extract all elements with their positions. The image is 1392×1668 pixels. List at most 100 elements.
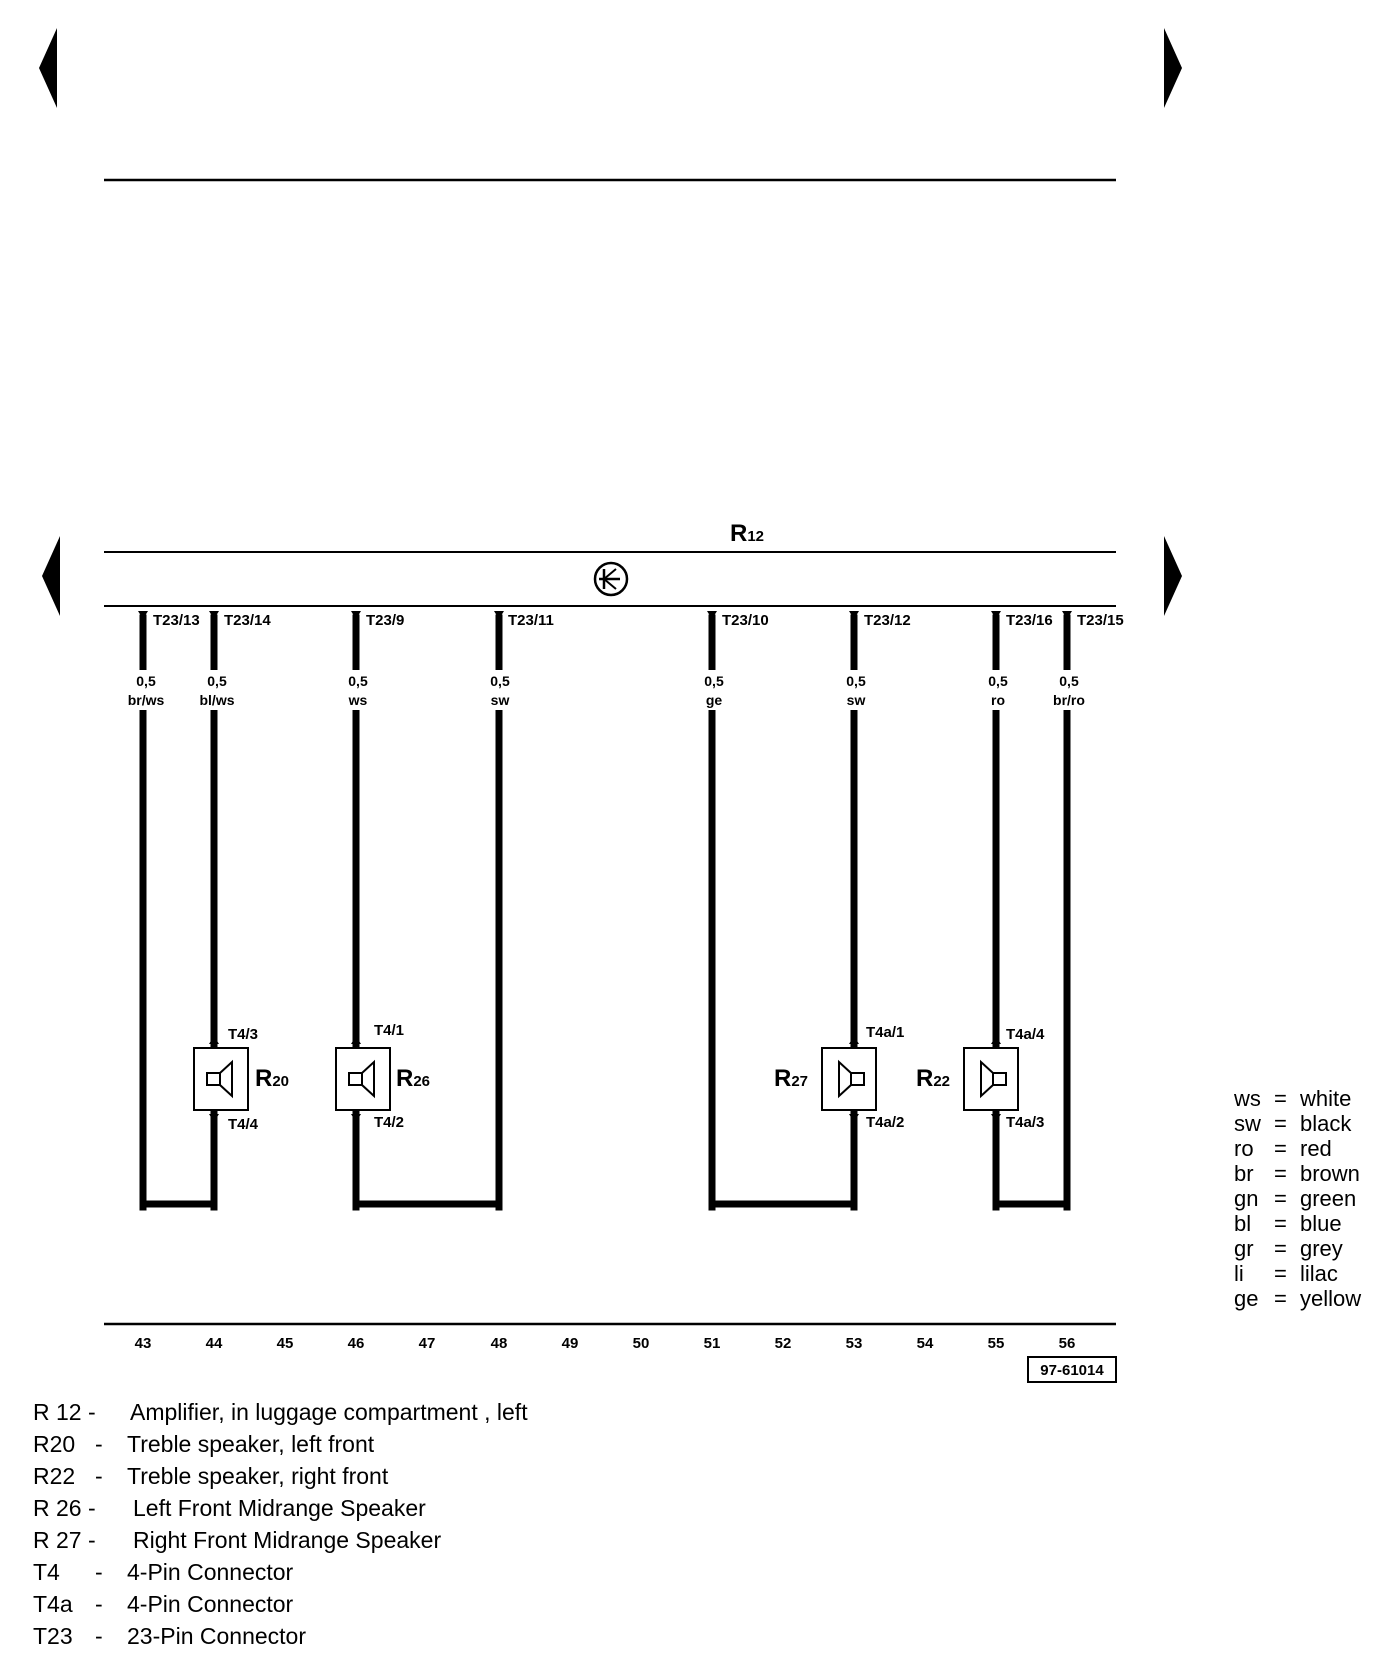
speaker-pin-arrow-icon — [849, 1036, 859, 1044]
legend-code: T23 — [33, 1623, 73, 1649]
color-name: yellow — [1300, 1286, 1362, 1311]
pin-arrow-icon — [351, 611, 361, 619]
wire-spec-label: 0,5 ro — [976, 670, 1020, 710]
pin-arrow-icon — [138, 611, 148, 619]
grid-number: 43 — [135, 1335, 152, 1352]
legend-description: Right Front Midrange Speaker — [133, 1527, 442, 1553]
legend-dash: - — [95, 1623, 103, 1649]
legend-row: R22-Treble speaker, right front — [33, 1460, 528, 1492]
wire-layer — [138, 611, 1072, 1211]
next-page-arrow-icon[interactable] — [1164, 28, 1182, 108]
speaker-r20: T4/3 T4/4 R20 — [193, 1026, 289, 1133]
wire-spec-label: 0,5 sw — [834, 670, 878, 710]
legend-code: R 12 - — [33, 1399, 96, 1425]
legend-row: R20-Treble speaker, left front — [33, 1428, 528, 1460]
color-key-row: ge=yellow — [1234, 1286, 1362, 1311]
svg-text:bl/ws: bl/ws — [199, 692, 234, 708]
speaker-icon — [348, 1059, 375, 1099]
pin-connector-label: T23/16 — [1006, 612, 1053, 629]
legend-row: R 26 -Left Front Midrange Speaker — [33, 1492, 528, 1524]
svg-text:0,5: 0,5 — [136, 673, 156, 689]
legend-dash: - — [95, 1559, 103, 1585]
wire-spec-label: 0,5 ge — [692, 670, 736, 710]
svg-text:ws: ws — [348, 692, 368, 708]
color-key-row: ws=white — [1234, 1086, 1352, 1111]
legend-description: Treble speaker, right front — [127, 1463, 389, 1489]
svg-text:sw: sw — [847, 692, 866, 708]
color-key-row: bl=blue — [1234, 1211, 1342, 1236]
speaker-top-pin-label: T4a/4 — [1006, 1026, 1045, 1043]
svg-text:br/ro: br/ro — [1053, 692, 1085, 708]
svg-text:0,5: 0,5 — [1059, 673, 1079, 689]
svg-text:ro: ro — [991, 692, 1005, 708]
amplifier-label-letter: R — [730, 520, 747, 547]
legend-code: T4 — [33, 1559, 60, 1585]
legend-dash: - — [95, 1431, 103, 1457]
wire-spec-label: 0,5 br/ro — [1041, 670, 1097, 710]
legend-code: R20 — [33, 1431, 76, 1457]
speaker-top-pin-label: T4a/1 — [866, 1024, 904, 1041]
color-abbreviation: bl — [1234, 1211, 1252, 1236]
color-abbreviation: ro — [1234, 1136, 1254, 1161]
svg-text:0,5: 0,5 — [207, 673, 227, 689]
pin-connector-label: T23/14 — [224, 612, 271, 629]
previous-page-arrow-icon[interactable] — [39, 28, 57, 108]
color-abbreviation: ge — [1234, 1286, 1259, 1311]
pin-connector-label: T23/9 — [366, 612, 404, 629]
legend-description: 4-Pin Connector — [127, 1591, 294, 1617]
legend-row: T23-23-Pin Connector — [33, 1620, 528, 1652]
color-key-row: sw=black — [1234, 1111, 1352, 1136]
grid-number: 52 — [775, 1335, 792, 1352]
amplifier-symbol-icon — [593, 561, 629, 597]
grid-number: 55 — [988, 1335, 1005, 1352]
grid-number: 48 — [491, 1335, 508, 1352]
pin-arrow-icon — [494, 611, 504, 619]
wire-color-key: ws=white sw=black ro=red br=brown gn=gre… — [1234, 1086, 1361, 1311]
previous-section-arrow-icon[interactable] — [42, 536, 60, 616]
speaker-bottom-pin-label: T4a/2 — [866, 1114, 904, 1131]
legend-row: T4-4-Pin Connector — [33, 1556, 528, 1588]
color-name: lilac — [1300, 1261, 1338, 1286]
speaker-pin-arrow-icon — [991, 1036, 1001, 1044]
svg-text:ge: ge — [706, 692, 723, 708]
color-name: white — [1300, 1086, 1352, 1111]
speaker-pin-arrow-icon — [849, 1114, 859, 1122]
speaker-top-pin-label: T4/3 — [228, 1026, 258, 1043]
wire-spec-label: 0,5 sw — [478, 670, 522, 710]
speaker-pin-arrow-icon — [209, 1114, 219, 1122]
speaker-label: R27 — [774, 1065, 808, 1092]
legend-description: 23-Pin Connector — [127, 1623, 306, 1649]
speaker-icon — [206, 1059, 233, 1099]
svg-text:0,5: 0,5 — [704, 673, 724, 689]
diagram-reference-box: 97-61014 — [1027, 1356, 1117, 1383]
speaker-bottom-pin-label: T4/4 — [228, 1116, 259, 1133]
speaker-pin-arrow-icon — [991, 1114, 1001, 1122]
pin-connector-label: T23/15 — [1077, 612, 1124, 629]
svg-text:br/ws: br/ws — [128, 692, 165, 708]
pin-arrow-icon — [707, 611, 717, 619]
speaker-label: R22 — [916, 1065, 950, 1092]
color-key-row: ro=red — [1234, 1136, 1332, 1161]
grid-number: 49 — [562, 1335, 579, 1352]
component-legend: R 12 - Amplifier, in luggage compartment … — [33, 1396, 528, 1652]
pin-arrow-icon — [209, 611, 219, 619]
legend-row: T4a-4-Pin Connector — [33, 1588, 528, 1620]
next-section-arrow-icon[interactable] — [1164, 536, 1182, 616]
pin-arrow-icon — [1062, 611, 1072, 619]
legend-description: Amplifier, in luggage compartment , left — [130, 1399, 528, 1425]
legend-row: R 12 - Amplifier, in luggage compartment … — [33, 1396, 528, 1428]
diagram-reference: 97-61014 — [1040, 1362, 1104, 1379]
pin-connector-label: T23/11 — [508, 612, 554, 629]
svg-text:0,5: 0,5 — [348, 673, 368, 689]
pin-layer: T23/13 T23/14 T23/9 T23/11 T23/10 T23/12… — [118, 612, 1124, 710]
pin-connector-label: T23/12 — [864, 612, 911, 629]
wire-spec-label: 0,5 ws — [336, 670, 380, 710]
color-name: blue — [1300, 1211, 1342, 1236]
color-key-row: gr=grey — [1234, 1236, 1343, 1261]
legend-description: Treble speaker, left front — [127, 1431, 375, 1457]
legend-code: R 27 - — [33, 1527, 96, 1553]
wire-spec-label: 0,5 bl/ws — [189, 670, 245, 710]
speaker-bottom-pin-label: T4a/3 — [1006, 1114, 1044, 1131]
pin-connector-label: T23/10 — [722, 612, 769, 629]
